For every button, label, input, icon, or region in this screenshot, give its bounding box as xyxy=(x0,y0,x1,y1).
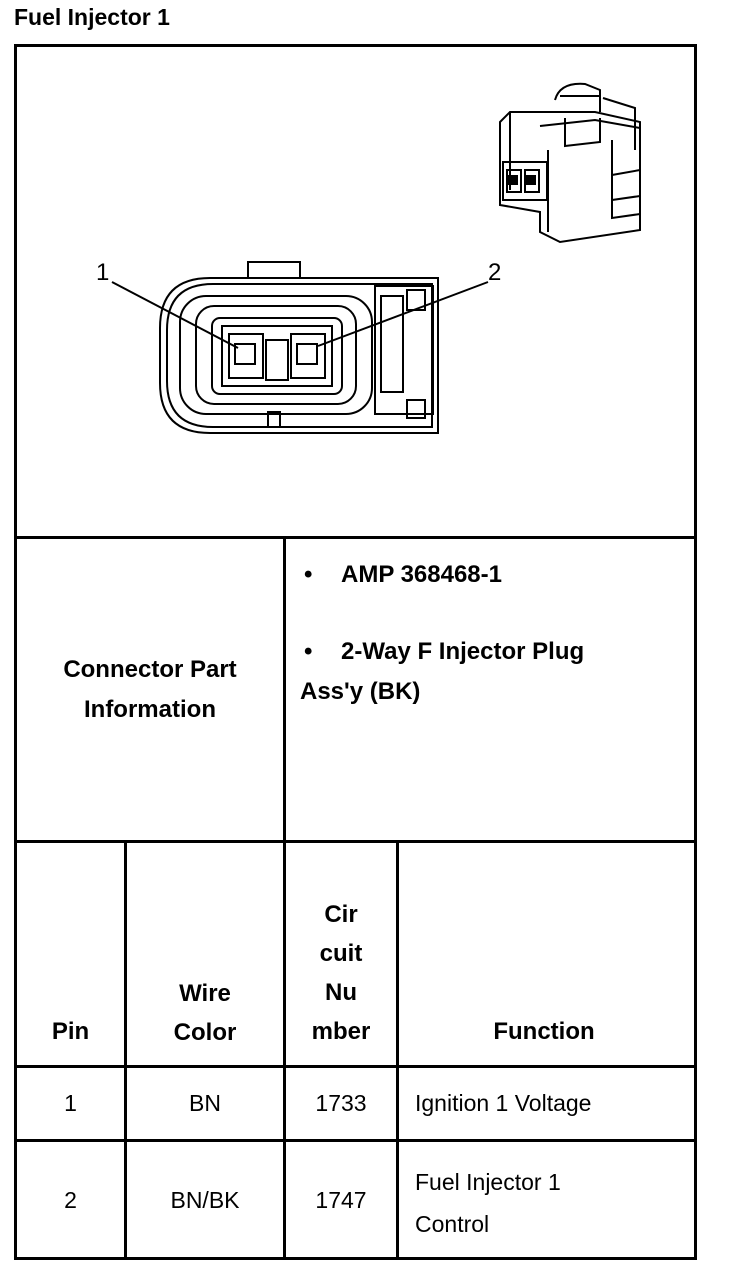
connector-part-label: Connector Part Information xyxy=(17,539,283,840)
header-pin: Pin xyxy=(51,1018,90,1045)
row2-function-line2: Control xyxy=(415,1211,490,1237)
connector-part-label-line1: Connector Part xyxy=(63,655,237,683)
connector-part-label-line2: Information xyxy=(83,695,216,723)
pin-label-1: 1 xyxy=(96,259,109,286)
row1-function: Ignition 1 Voltage xyxy=(415,1090,592,1116)
row1-pin: 1 xyxy=(64,1090,77,1116)
header-circuit-line2: cuit xyxy=(319,940,363,967)
row2-pin: 2 xyxy=(64,1187,77,1213)
page-title: Fuel Injector 1 xyxy=(14,4,170,30)
latch-tab xyxy=(247,261,301,278)
header-circuit-line1: Cir xyxy=(324,901,358,928)
header-wire-color: Wire Color xyxy=(127,974,283,1052)
part-description-line2: Ass'y (BK) xyxy=(300,678,421,705)
header-wire-color-line1: Wire xyxy=(179,980,231,1007)
row2-wire-color: BN/BK xyxy=(170,1187,240,1213)
connector-housing xyxy=(159,277,439,434)
connector-drawing: 1 2 xyxy=(96,82,641,434)
row1-wire-color: BN xyxy=(189,1090,221,1116)
bullet-1: • xyxy=(304,561,313,588)
pin-label-2: 2 xyxy=(488,259,501,286)
header-circuit-line3: Nu xyxy=(325,979,357,1006)
row2-function: Fuel Injector 1 Control xyxy=(415,1161,695,1245)
connector-diagram: 1 2 xyxy=(17,47,694,536)
part-number: AMP 368468-1 xyxy=(341,561,502,588)
connector-sheet-frame xyxy=(14,44,697,1260)
bullet-2: • xyxy=(304,638,313,665)
connector-inner-frame xyxy=(179,295,373,415)
header-wire-color-line2: Color xyxy=(173,1019,237,1046)
part-description-line1: 2-Way F Injector Plug xyxy=(341,638,585,665)
row1-circuit: 1733 xyxy=(315,1090,367,1116)
row2-circuit: 1747 xyxy=(315,1187,367,1213)
pin-1-leader xyxy=(111,281,239,349)
connector-3d-view xyxy=(499,82,641,244)
pin-cavity-1 xyxy=(228,333,264,379)
header-function: Function xyxy=(493,1018,595,1045)
pin-cavity-2 xyxy=(290,333,326,379)
header-circuit-number: Cir cuit Nu mber xyxy=(286,895,396,1051)
header-circuit-line4: mber xyxy=(311,1018,371,1045)
pin-2-leader xyxy=(317,281,489,347)
row2-function-line1: Fuel Injector 1 xyxy=(415,1169,561,1195)
side-lock xyxy=(380,295,404,393)
